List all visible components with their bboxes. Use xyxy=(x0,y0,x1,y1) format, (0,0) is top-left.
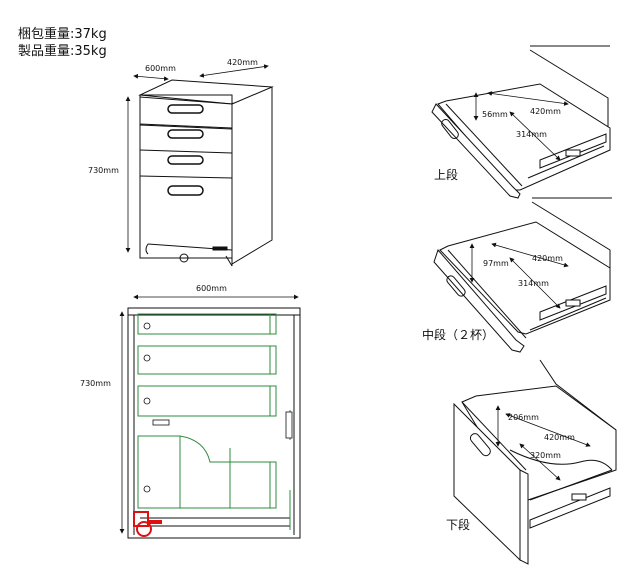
upper-drawer-width: 420mm xyxy=(530,107,561,116)
package-weight: 梱包重量:37kg xyxy=(18,27,107,42)
upper-drawer-height: 56mm xyxy=(482,110,508,119)
cabinet-perspective xyxy=(138,79,274,267)
side-height-label: 730mm xyxy=(80,379,111,388)
middle-drawer-dimensions xyxy=(469,242,569,309)
side-section-details xyxy=(133,322,293,537)
cabinet-depth-label: 600mm xyxy=(145,64,176,73)
cabinet-dimension-lines xyxy=(125,64,269,253)
product-weight: 製品重量:35kg xyxy=(18,44,107,59)
middle-drawer-height: 97mm xyxy=(483,259,509,268)
lower-drawer-depth: 320mm xyxy=(530,451,561,460)
upper-drawer-dimensions xyxy=(473,91,569,161)
cabinet-height-label: 730mm xyxy=(88,166,119,175)
side-depth-label: 600mm xyxy=(196,284,227,293)
lower-drawer-dimensions xyxy=(495,405,591,481)
upper-drawer-label: 上段 xyxy=(434,167,458,182)
cabinet-width-label: 420mm xyxy=(227,58,258,67)
side-dimension-lines xyxy=(119,294,299,534)
lower-drawer-width: 420mm xyxy=(544,433,575,442)
upper-drawer-depth: 314mm xyxy=(516,130,547,139)
middle-drawer-width: 420mm xyxy=(532,254,563,263)
lower-drawer-label: 下段 xyxy=(446,517,470,532)
middle-drawer-label: 中段（２杯） xyxy=(422,327,494,342)
upper-drawer-illustration xyxy=(431,45,611,199)
middle-drawer-depth: 314mm xyxy=(518,279,549,288)
weight-info: 梱包重量:37kg 製品重量:35kg xyxy=(18,26,107,60)
lower-drawer-height: 206mm xyxy=(508,413,539,422)
lower-drawer-illustration xyxy=(453,359,617,565)
